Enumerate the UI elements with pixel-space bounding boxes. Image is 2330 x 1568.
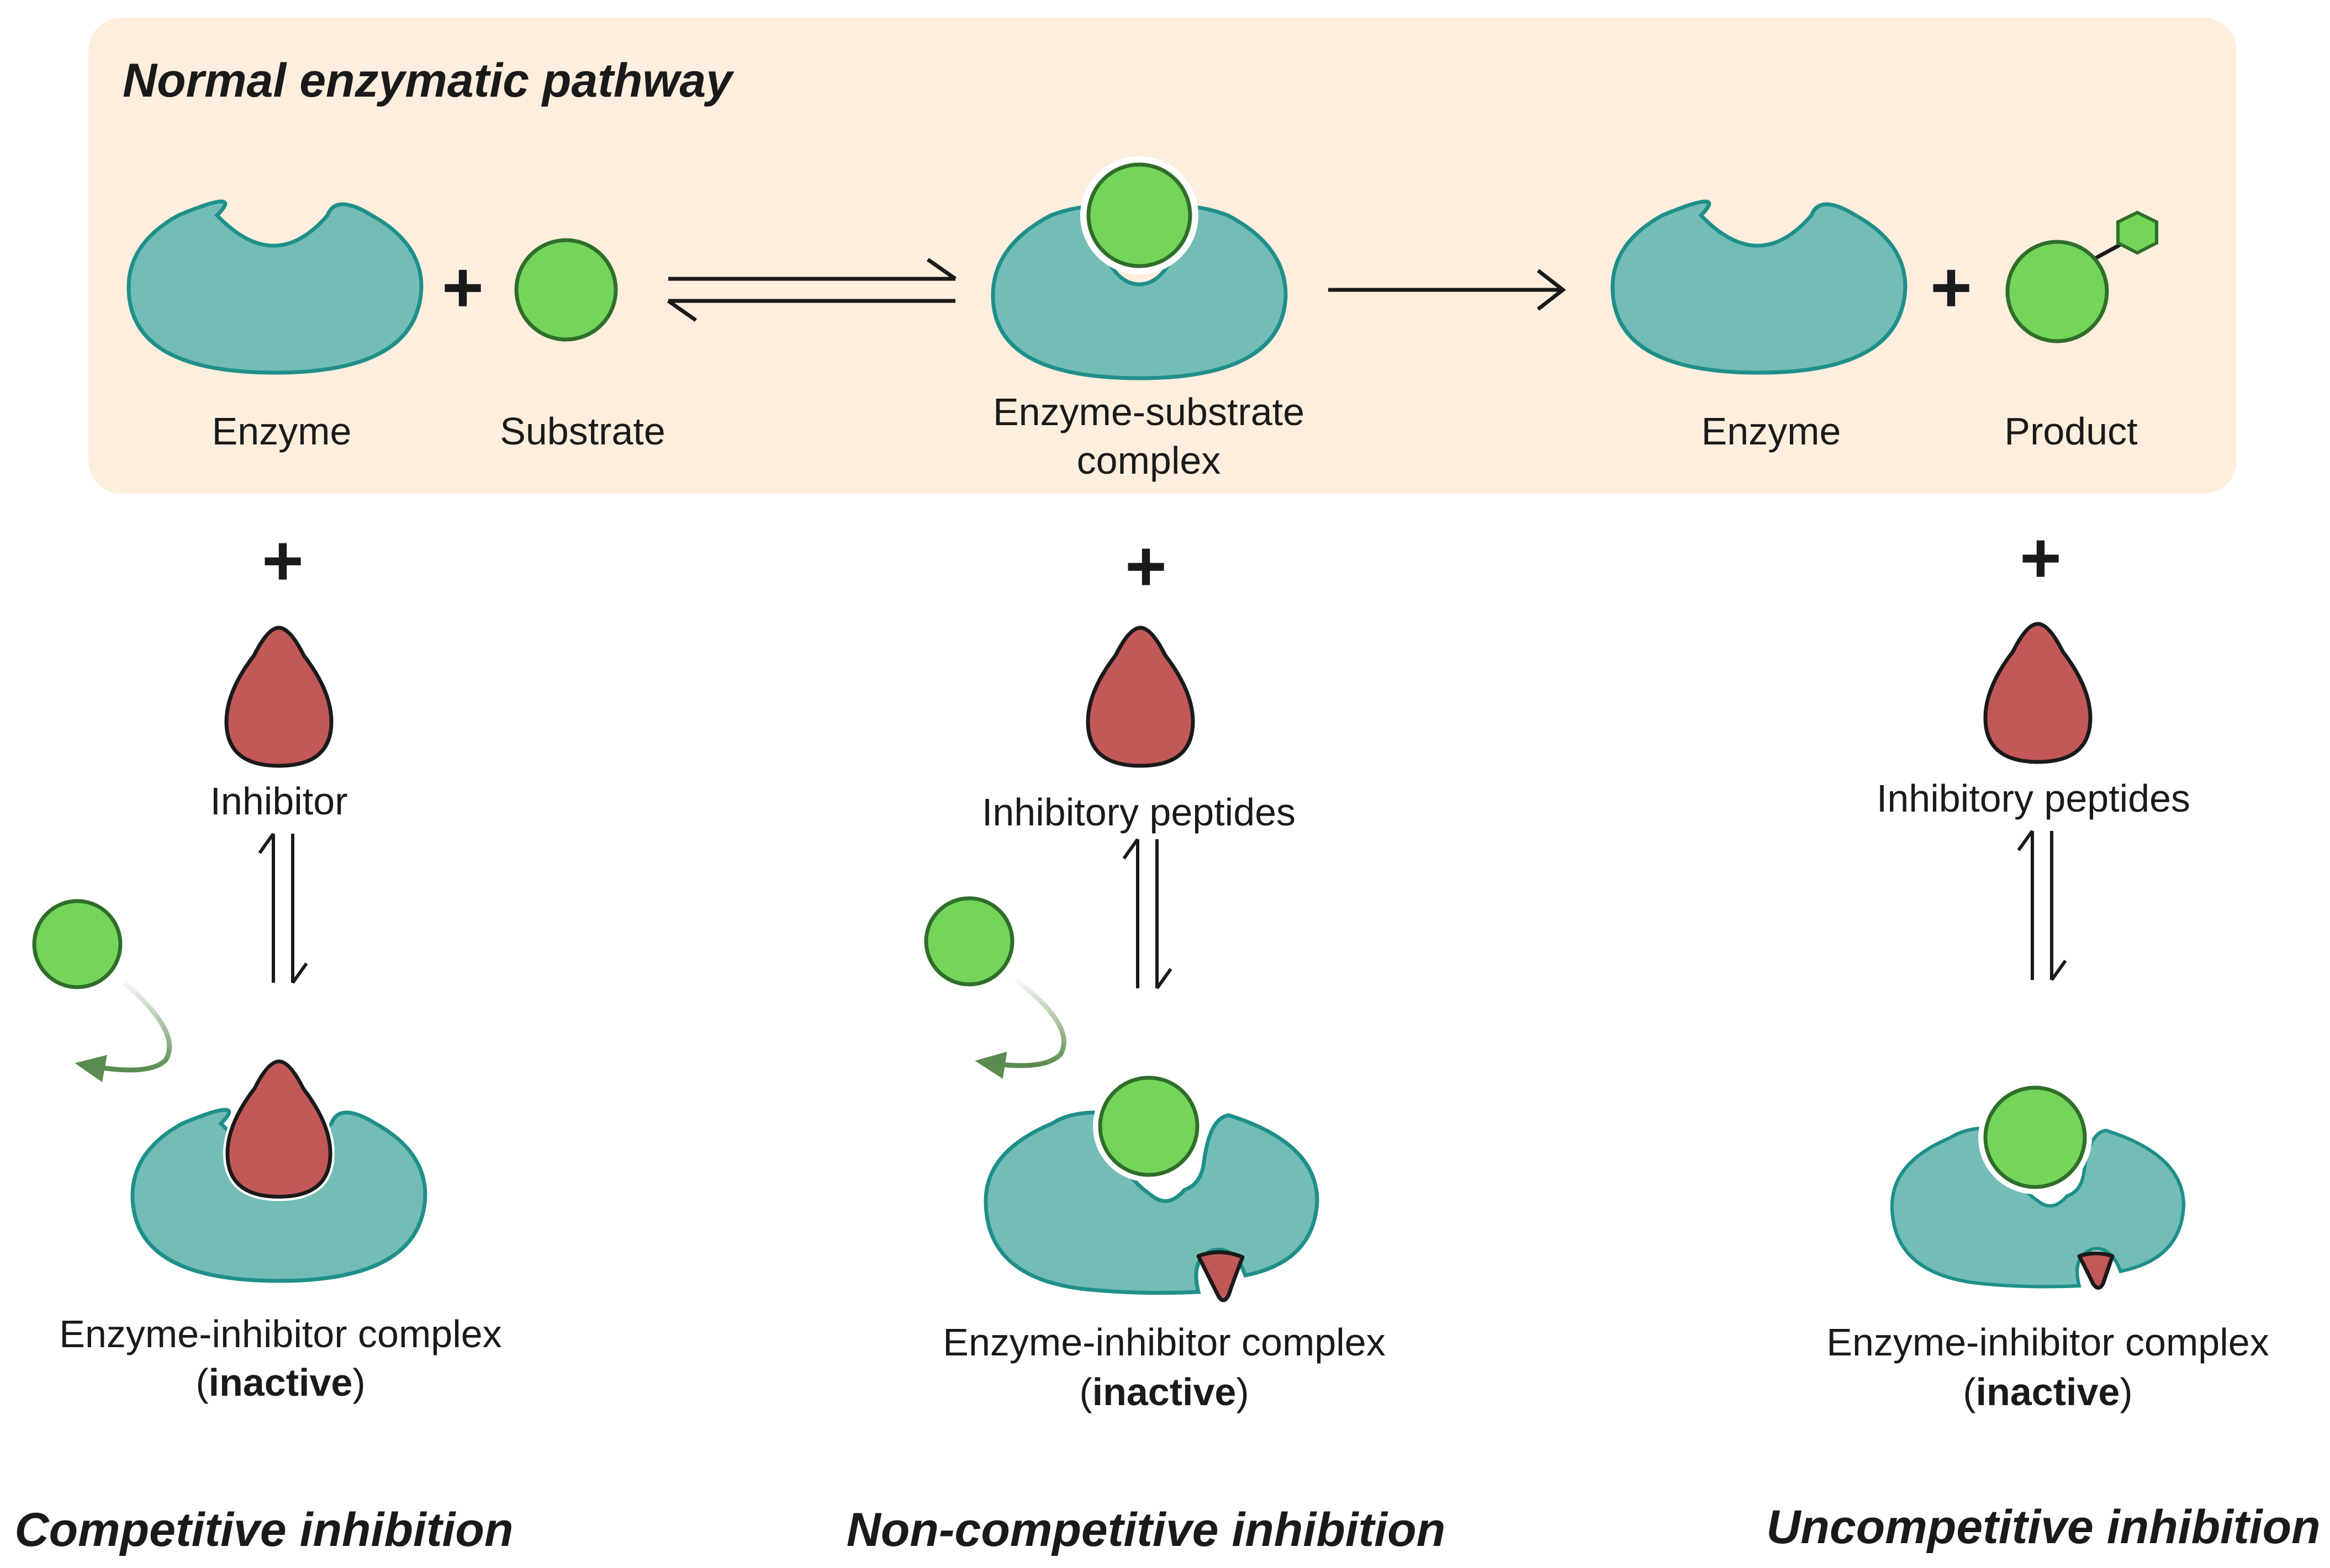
es-complex-label-line2: complex	[1077, 439, 1221, 482]
product-label: Product	[2004, 410, 2137, 453]
enzyme-1-label: Enzyme	[212, 410, 352, 453]
substrate	[514, 238, 618, 342]
plus-sign-1: +	[442, 247, 484, 327]
competitive-complex-label: Enzyme-inhibitor complex	[59, 1312, 501, 1355]
competitive-complex	[133, 1057, 425, 1281]
forward-arrow	[1328, 269, 1566, 311]
es-complex-label-line1: Enzyme-substrate	[993, 390, 1304, 433]
noncompetitive-complex	[986, 1071, 1317, 1302]
uncompetitive-bound-inhibitor	[2077, 1251, 2115, 1290]
noncompetitive-inhibitor-label: Inhibitory peptides	[982, 791, 1296, 834]
normal-pathway-panel: Normal enzymatic pathway Enzyme + Substr…	[88, 18, 2237, 494]
uncompetitive-inactive-label: (inactive)	[1963, 1370, 2132, 1413]
uncompetitive-plus: +	[2020, 517, 2062, 598]
substrate-label: Substrate	[500, 410, 665, 453]
noncompetitive-plus: +	[1125, 526, 1167, 606]
competitive-inactive-label: (inactive)	[196, 1361, 365, 1404]
noncompetitive-inactive-label: (inactive)	[1079, 1370, 1249, 1413]
noncompetitive-bound-inhibitor	[1196, 1250, 1245, 1302]
competitive-inhibitor-label: Inhibitor	[210, 780, 347, 823]
noncompetitive-equilibrium-arrow	[1122, 838, 1172, 989]
uncompetitive-title: Uncompetitive inhibition	[1766, 1501, 2320, 1554]
panel-title: Normal enzymatic pathway	[123, 54, 735, 107]
noncompetitive-column: + Inhibitory peptides Enzyme-inhibitor c…	[847, 526, 1446, 1556]
uncompetitive-inhibitor-label: Inhibitory peptides	[1877, 777, 2190, 820]
product-hexagon	[2116, 210, 2158, 255]
noncompetitive-complex-label: Enzyme-inhibitor complex	[943, 1321, 1385, 1364]
uncompetitive-column: + Inhibitory peptides Enzyme-inhibitor c…	[1766, 517, 2320, 1554]
uncompetitive-bound-substrate	[1983, 1085, 2087, 1189]
plus-sign-2: +	[1930, 247, 1972, 327]
competitive-inhibitor	[226, 628, 331, 766]
competitive-title: Competitive inhibition	[15, 1503, 514, 1556]
bound-substrate	[1080, 156, 1198, 274]
uncompetitive-equilibrium-arrow	[2017, 830, 2067, 981]
uncompetitive-complex	[1892, 1080, 2184, 1290]
competitive-column: + Inhibitor Enzyme-inhibitor complex (in…	[15, 520, 514, 1556]
noncompetitive-bound-substrate	[1098, 1076, 1200, 1177]
equilibrium-arrow	[667, 258, 957, 322]
product	[2005, 210, 2158, 343]
competitive-equilibrium-arrow	[258, 833, 308, 984]
noncompetitive-released-substrate	[924, 896, 1015, 987]
uncompetitive-complex-label: Enzyme-inhibitor complex	[1826, 1321, 2269, 1364]
competitive-plus: +	[262, 520, 304, 601]
uncompetitive-inhibitor	[1985, 624, 2090, 762]
noncompetitive-release-arrow	[975, 978, 1066, 1079]
enzyme-substrate-complex	[993, 156, 1286, 378]
competitive-released-substrate	[32, 899, 123, 989]
competitive-release-arrow	[75, 981, 172, 1082]
noncompetitive-title: Non-competitive inhibition	[847, 1503, 1446, 1556]
enzyme-2-label: Enzyme	[1702, 410, 1841, 453]
noncompetitive-inhibitor	[1088, 628, 1193, 766]
